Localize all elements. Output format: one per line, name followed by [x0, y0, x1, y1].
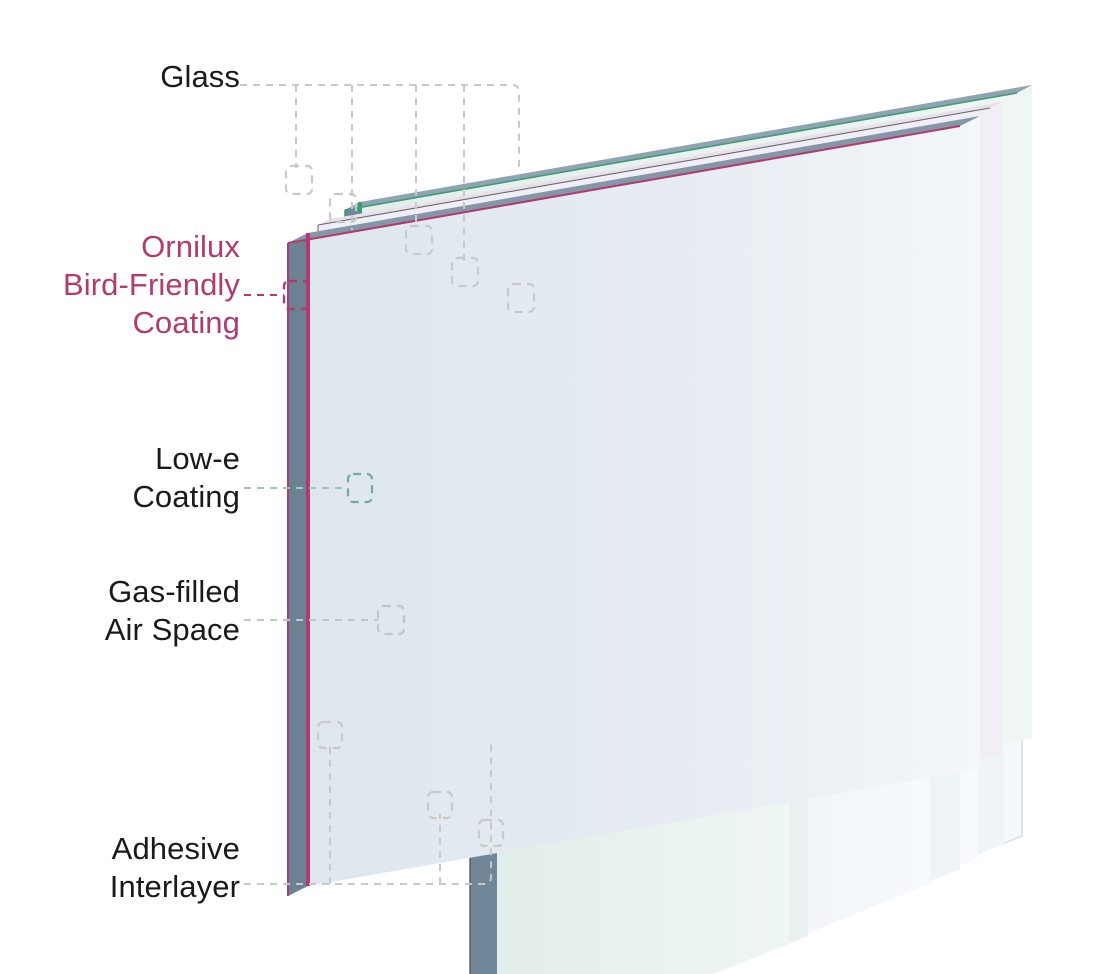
lowe-marker: [346, 472, 374, 504]
glass-pane-front-ornilux: [287, 116, 980, 896]
glass-marker-2: [328, 192, 358, 224]
glass-marker-1: [284, 164, 314, 196]
label-adhesive-interlayer: Adhesive Interlayer: [109, 831, 240, 904]
glass-marker-4: [450, 256, 480, 288]
label-gas-filled-air-space: Gas-filled Air Space: [104, 574, 240, 647]
adhesive-marker-3: [477, 818, 505, 848]
adhesive-markers: [316, 720, 505, 848]
leader-glass: [240, 84, 520, 265]
adhesive-marker-1: [316, 720, 344, 750]
glass-marker-5: [506, 282, 536, 314]
glass-marker-3: [404, 224, 434, 256]
ornilux-marker: [282, 279, 310, 311]
glass-markers: [284, 164, 536, 314]
leader-lines: [240, 84, 536, 885]
gas-marker: [376, 604, 406, 636]
adhesive-marker-2: [426, 790, 454, 820]
label-ornilux-bird-friendly-coating: Ornilux Bird-Friendly Coating: [62, 229, 240, 340]
label-glass: Glass: [160, 59, 240, 94]
leader-adhesive: [244, 742, 492, 885]
label-low-e-coating: Low-e Coating: [132, 441, 240, 514]
